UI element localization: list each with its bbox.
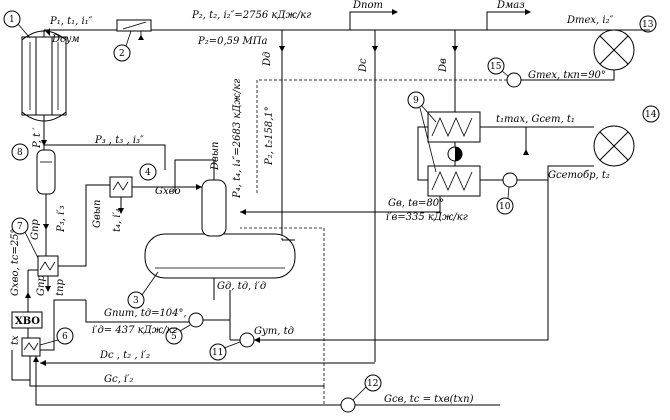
t-pr-label: tпр	[55, 279, 66, 296]
gv-tv-label: Gв, tв=80°	[388, 198, 444, 209]
component-8-number: 8	[17, 148, 23, 158]
g-hvo-label: Gхво	[155, 186, 180, 197]
component-15-number: 15	[490, 62, 502, 72]
raw-water-pump-12	[340, 397, 356, 413]
g-pr-label: Gпр	[30, 219, 41, 240]
g-tex-label: Gтех, tкп=90°	[528, 70, 606, 81]
iv-label: i′в=335 кДж/кг	[386, 212, 468, 223]
component-5-number: 5	[171, 332, 177, 342]
d-c-label: Dс	[358, 58, 369, 73]
component-9-number: 9	[413, 96, 419, 106]
p4-label: P₄, t₄, i₄″=2683 кДж/кг	[232, 79, 243, 199]
g-setobr-label: Gсетобр, t₂	[548, 170, 610, 181]
g-pr2-label: Gпр	[36, 275, 47, 296]
steam-consumer-13	[593, 29, 635, 71]
raw-water-heater-6	[21, 337, 41, 357]
component-2-marker	[113, 44, 131, 62]
component-11-number: 11	[212, 348, 223, 358]
component-12-number: 12	[367, 379, 378, 389]
main-line-label: P₂, t₂, i₂″=2756 кДж/кг	[191, 10, 311, 21]
component-6-number: 6	[62, 332, 68, 342]
p-t-label: P, t ′	[32, 127, 43, 149]
condensate-pump-15	[506, 72, 522, 88]
component-1-number: 1	[9, 15, 15, 25]
continuous-blowdown-separator-8	[36, 149, 56, 195]
component-3-number: 3	[133, 296, 139, 306]
deaerator-3	[144, 179, 296, 279]
p3-i3-label: P₃, i′₃	[56, 205, 67, 233]
component-4-number: 4	[145, 168, 151, 178]
d-maz-label: Dмаз	[496, 0, 525, 11]
makeup-pump-11	[239, 332, 255, 348]
feed-pump-5	[188, 312, 204, 328]
g-pit-label: Gпит, tд=104°,	[104, 308, 187, 319]
g-ut-label: Gут, tд	[254, 326, 294, 337]
g-hvo-t-label: Gхво, tс=25°	[10, 228, 21, 296]
d-d-label: Dд	[262, 52, 273, 67]
p2-t2-label: P₂, t₂158,1°	[264, 106, 275, 166]
component-10-number: 10	[499, 202, 511, 212]
d-vyp-label: Dвып	[210, 142, 221, 171]
d-tex-label: Dтех, i₂″	[566, 15, 614, 26]
t4-i4-label: t₄, i′₄	[112, 208, 123, 232]
dc-t2-label: Dс , t₂ , i′₂	[99, 350, 150, 361]
t-x-label: tх	[10, 335, 21, 345]
component-13-number: 13	[642, 20, 654, 30]
i-d-label: i′д= 437 кДж/кг	[92, 325, 178, 336]
component-14-number: 14	[645, 110, 657, 120]
component-7-number: 7	[17, 222, 23, 232]
network-heaters-9	[427, 111, 481, 197]
blowdown-heat-exchanger-7	[37, 255, 59, 277]
gd-label: Gд, tд, i′д	[217, 281, 266, 292]
network-pump-10	[502, 172, 518, 188]
g-vyp-label: Gвып	[92, 200, 103, 228]
t1max-label: t₁max, Gсет, t₁	[496, 114, 575, 125]
boiler-1	[21, 30, 67, 122]
steam-in-label: P₁, t₁, i₁″	[49, 16, 93, 27]
p3-t3-label: P₃ , t₃ , i₃″	[94, 135, 144, 146]
component-15-marker	[487, 57, 505, 75]
d-v-label: Dв	[438, 58, 449, 73]
d-pot-label: Dпот	[352, 0, 383, 11]
hvo-water-treatment	[11, 311, 43, 329]
hvo-box-label: ХВО	[15, 316, 40, 327]
component-1-marker	[3, 10, 21, 28]
gc-i2-label: Gс, i′₂	[104, 374, 133, 385]
deaerator-vent-cooler-4	[109, 176, 133, 198]
d-sum-label: Dсум	[51, 34, 80, 45]
heating-consumer-14	[593, 125, 635, 167]
component-2-number: 2	[119, 49, 125, 59]
g-sv-label: Gсв, tс = tхв(tхп)	[384, 394, 474, 405]
p2-pressure-label: P₂=0,59 МПа	[197, 36, 268, 47]
